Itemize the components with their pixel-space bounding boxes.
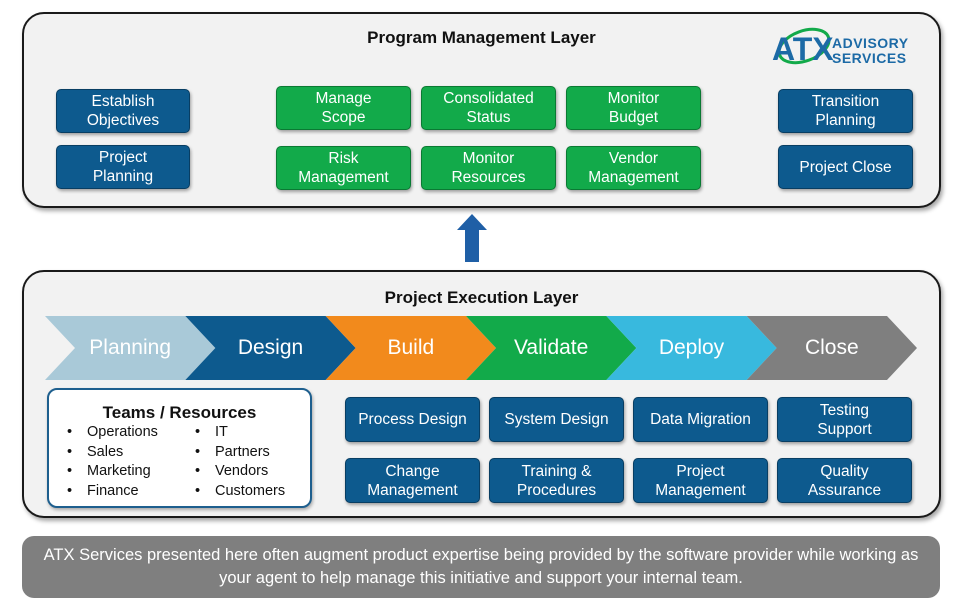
footer-note: ATX Services presented here often augmen… [22,536,940,598]
phase-label-build: Build [387,336,435,359]
team-item: IT [215,423,285,443]
monitor-resources-box: Monitor Resources [421,146,556,190]
teams-list-col2: IT Partners Vendors Customers [215,423,285,501]
phase-label-deploy: Deploy [658,336,725,359]
logo-line-2: SERVICES [832,50,907,66]
data-migration-box: Data Migration [633,397,768,442]
vendor-management-box: Vendor Management [566,146,701,190]
logo-wordmark: ADVISORY SERVICES [832,36,909,66]
logo-mark: ATX [772,31,834,67]
project-management-box: Project Management [633,458,768,503]
team-item: Partners [215,443,285,463]
phase-label-design: Design [237,336,304,359]
up-arrow-icon [457,214,487,262]
teams-resources-box: Teams / Resources Operations Sales Marke… [47,388,312,508]
quality-assurance-box: Quality Assurance [777,458,912,503]
team-item: Operations [87,423,158,443]
phase-chevron-deploy [606,316,777,380]
phase-chevrons [45,316,917,380]
testing-support-box: Testing Support [777,397,912,442]
risk-management-box: Risk Management [276,146,411,190]
establish-objectives-box: Establish Objectives [56,89,190,133]
monitor-budget-box: Monitor Budget [566,86,701,130]
system-design-box: System Design [489,397,624,442]
project-close-box: Project Close [778,145,913,189]
phase-chevron-close [746,316,917,380]
team-item: Marketing [87,462,158,482]
project-planning-box: Project Planning [56,145,190,189]
training-procedures-box: Training & Procedures [489,458,624,503]
transition-planning-box: Transition Planning [778,89,913,133]
process-design-box: Process Design [345,397,480,442]
phase-chevron-validate [466,316,637,380]
phase-label-planning: Planning [89,336,172,359]
project-execution-title: Project Execution Layer [384,288,579,307]
phase-chevron-build [325,316,496,380]
phase-label-close: Close [804,336,859,359]
team-item: Customers [215,482,285,502]
logo-line-1: ADVISORY [832,35,909,51]
consolidated-status-box: Consolidated Status [421,86,556,130]
manage-scope-box: Manage Scope [276,86,411,130]
atx-logo-icon: ATX [772,27,834,67]
program-management-title: Program Management Layer [367,28,596,47]
phase-chevron-planning [45,316,216,380]
team-item: Sales [87,443,158,463]
teams-resources-title: Teams / Resources [102,403,257,422]
team-item: Finance [87,482,158,502]
phase-chevron-design [185,316,356,380]
team-item: Vendors [215,462,285,482]
change-management-box: Change Management [345,458,480,503]
teams-list-col1: Operations Sales Marketing Finance [87,423,158,501]
phase-label-validate: Validate [513,336,589,359]
